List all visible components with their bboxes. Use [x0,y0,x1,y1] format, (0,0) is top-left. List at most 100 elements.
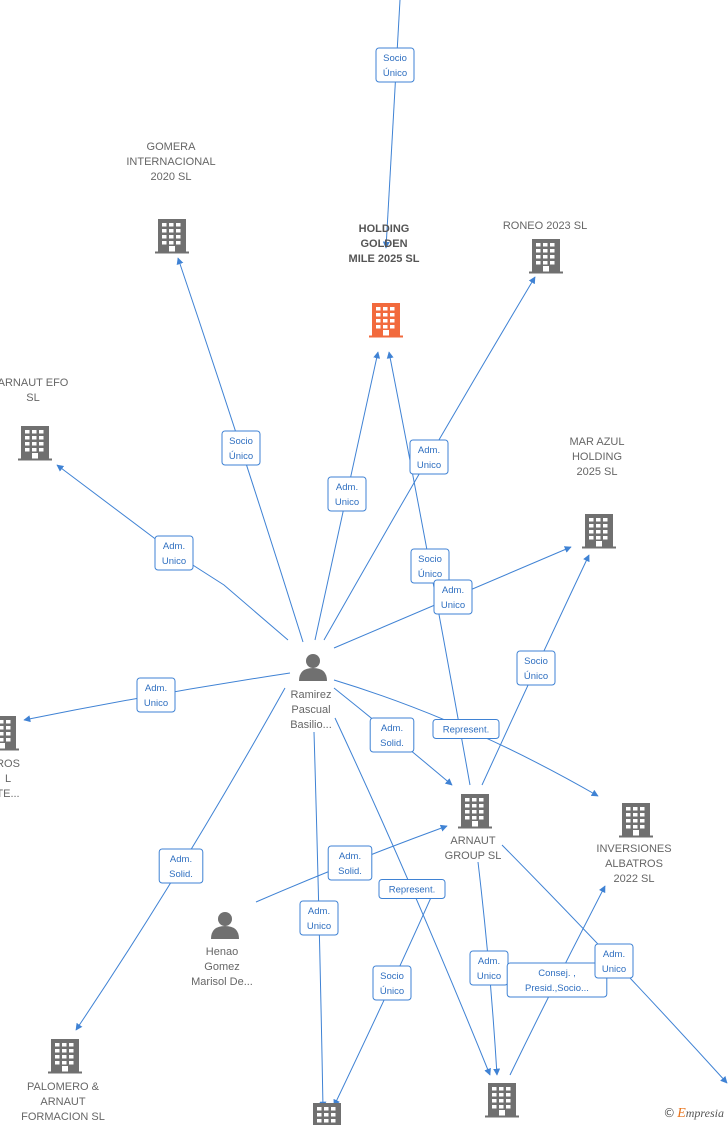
node-bottom2[interactable] [485,1083,519,1118]
person-icon [211,912,239,939]
edge-label-text: Solid. [380,738,404,749]
edge-label-text: Unico [417,460,441,471]
node-bottom1[interactable] [310,1103,344,1125]
edge-label-box[interactable] [433,579,473,615]
edge-label[interactable]: Represent. [378,879,446,899]
node-roneo[interactable]: RONEO 2023 SL [503,220,587,274]
node-label: GOLDEN [360,238,407,250]
edge-label[interactable]: Consej. ,Presid.,Socio... [506,962,608,998]
node-label: Pascual [291,704,330,716]
edge-label[interactable]: Adm.Unico [154,535,194,571]
node-label: Gomez [204,961,239,973]
edge-label-box[interactable] [369,717,415,753]
edge-label-box[interactable] [299,900,339,936]
node-ramirez[interactable]: RamirezPascualBasilio... [290,654,332,731]
node-arnautefo[interactable]: ARNAUT EFO SL [0,377,69,461]
edge-label[interactable]: Adm.Unico [327,476,367,512]
edge-label-box[interactable] [506,962,608,998]
edge-label-box[interactable] [516,650,556,686]
edge-label-box[interactable] [378,879,446,899]
edge-label-text: Único [229,451,253,462]
edge-label-text: Adm. [381,723,403,734]
node-label: INVERSIONES [596,843,671,855]
node-label: 2025 SL [577,466,618,478]
edge-label-text: Represent. [389,885,435,896]
edge-label-text: Unico [477,971,501,982]
building-icon [369,303,403,338]
edge-label[interactable]: Adm.Unico [299,900,339,936]
edge-label[interactable]: Adm.Unico [433,579,473,615]
edge-label-text: Socio [380,971,404,982]
edge-line [382,0,401,249]
copyright-symbol: © [663,1106,676,1120]
edge-label-text: Socio [524,656,548,667]
node-label: 2020 SL [151,171,192,183]
edge-label[interactable]: Adm. Solid. [369,717,415,753]
node-label: SL [26,392,39,404]
edge-label[interactable]: Adm.Unico [136,677,176,713]
edge-label[interactable]: Adm.Unico [409,439,449,475]
node-label: ARNAUT EFO [0,377,69,389]
edge-label[interactable]: Adm.Solid. [158,848,204,884]
node-label: TE... [0,788,20,800]
node-label: ROS [0,758,20,770]
edge-label-text: Adm. [339,851,361,862]
edge-label-box[interactable] [327,845,373,881]
edge-label-text: Represent. [443,725,489,736]
node-label: RONEO 2023 SL [503,220,587,232]
building-icon [155,219,189,254]
edge-label[interactable]: Adm.Unico [594,943,634,979]
edge-label-text: Socio [418,554,442,565]
node-label: HOLDING [359,223,410,235]
edge-label-box[interactable] [410,548,450,584]
building-icon [485,1083,519,1118]
edge-label-box[interactable] [375,47,415,83]
node-gomera[interactable]: GOMERA INTERNACIONAL 2020 SL [126,141,216,254]
edge-label-box[interactable] [432,719,500,739]
building-icon [529,239,563,274]
edge-label-text: Único [380,986,404,997]
edge-label-text: Adm. [442,585,464,596]
building-icon [18,426,52,461]
building-icon [313,1103,341,1125]
building-icon [458,794,492,829]
edge-label-box[interactable] [158,848,204,884]
node-label: Ramirez [291,689,332,701]
edge-label-text: Adm. [145,683,167,694]
node-label: ALBATROS [605,858,663,870]
edge-label[interactable]: Represent. [432,719,500,739]
node-label: Basilio... [290,719,332,731]
building-icon [619,803,653,838]
edge-label-box[interactable] [327,476,367,512]
edge-label-box[interactable] [221,430,261,466]
building-icon [582,514,616,549]
edge-label-box[interactable] [154,535,194,571]
edge [382,0,401,249]
node-label: INTERNACIONAL [126,156,215,168]
node-label: GOMERA [147,141,197,153]
node-leftcut[interactable]: ROSLTE... [0,716,20,800]
node-albatros[interactable]: INVERSIONES ALBATROS 2022 SL [596,803,672,885]
edge-label-text: Único [524,671,548,682]
edge-label-text: Solid. [169,869,193,880]
edge-label-box[interactable] [372,965,412,1001]
edge-label[interactable]: Adm.Solid. [327,845,373,881]
node-label: MAR AZUL [569,436,624,448]
edge-label-box[interactable] [409,439,449,475]
node-label: 2022 SL [614,873,655,885]
building-icon [0,716,19,751]
edge-label-box[interactable] [136,677,176,713]
edge-label-box[interactable] [594,943,634,979]
edge-label[interactable]: Adm.Unico [469,950,509,986]
